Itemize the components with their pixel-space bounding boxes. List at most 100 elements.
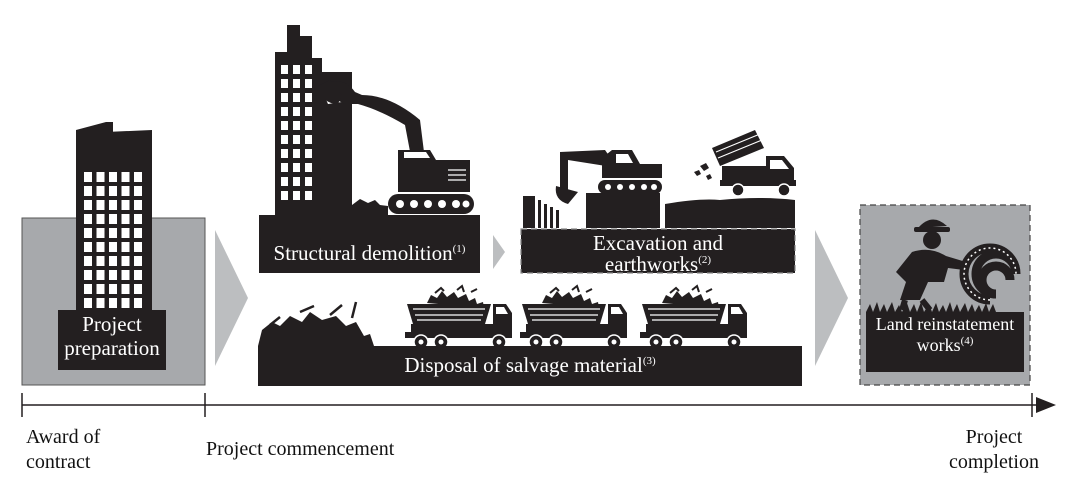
demolition-note: (1) (452, 243, 466, 255)
building-window (281, 107, 288, 116)
building-icon (76, 122, 152, 335)
building-icon (275, 25, 352, 215)
preparation-label-box (58, 310, 166, 370)
excavation-earthworks-stage (520, 130, 796, 274)
building-window (293, 93, 300, 102)
award-of-contract-label: Award of contract (26, 425, 100, 475)
timeline-arrowhead (1036, 397, 1056, 413)
reinstatement-label-box (866, 312, 1024, 372)
building-window (96, 284, 105, 294)
building-window (84, 172, 92, 182)
building-window (96, 172, 105, 182)
building-window (121, 200, 130, 210)
project-completion-label: Project completion (930, 425, 1058, 475)
building-window (281, 135, 288, 144)
structural-demolition-stage (259, 25, 480, 273)
project-preparation-stage (21, 122, 206, 386)
building-window (305, 79, 312, 88)
building-window (134, 172, 142, 182)
excavation-label-line2: earthworks (604, 252, 699, 276)
building-window (293, 163, 300, 172)
building-window (96, 200, 105, 210)
disposal-label: Disposal of salvage material(3) (258, 353, 802, 377)
building-window (281, 121, 288, 130)
building-window (109, 186, 117, 196)
building-window (134, 284, 142, 294)
building-window (109, 242, 117, 252)
building-window (293, 79, 300, 88)
building-window (134, 200, 142, 210)
building-window (305, 93, 312, 102)
reinstatement-note: (4) (960, 334, 974, 347)
building-window (121, 186, 130, 196)
debris-pile-icon (352, 199, 388, 220)
land-reinstatement-stage (859, 204, 1031, 386)
trench-piles (538, 200, 559, 228)
building-window (281, 79, 288, 88)
building-window (293, 149, 300, 158)
building-window (293, 191, 300, 200)
building-window (96, 242, 105, 252)
building-window (305, 177, 312, 186)
flow-arrow-1 (215, 230, 248, 366)
demolition-label-box (259, 215, 480, 273)
building-window (109, 298, 117, 308)
dump-truck-icon (519, 285, 628, 350)
building-window (109, 200, 117, 210)
excavation-label: Excavation and earthworks(2) (521, 233, 795, 275)
dump-truck-icon (639, 285, 748, 350)
building-window (134, 228, 142, 238)
building-window (281, 163, 288, 172)
building-window (134, 186, 142, 196)
building-window (84, 270, 92, 280)
building-window (281, 65, 288, 74)
preparation-label-line2: preparation (64, 336, 160, 361)
disposal-label-text: Disposal of salvage material (404, 353, 643, 377)
flow-arrow-3 (815, 230, 848, 366)
building-window (134, 298, 142, 308)
flow-arrow-2 (493, 235, 505, 269)
building-window (109, 256, 117, 266)
building-window (96, 256, 105, 266)
turf-roll-icon (959, 243, 1021, 305)
preparation-label: Project preparation (58, 312, 166, 360)
demolition-label-text: Structural demolition (273, 241, 453, 265)
excavator-icon (555, 150, 662, 204)
timeline (21, 393, 1056, 417)
building-window (305, 107, 312, 116)
building-window (109, 228, 117, 238)
demolition-label: Structural demolition(1) (259, 241, 480, 265)
building-window (281, 191, 288, 200)
building-window (96, 298, 105, 308)
building-window (121, 256, 130, 266)
building-window (84, 228, 92, 238)
building-window (293, 177, 300, 186)
building-window (121, 214, 130, 224)
building-window (109, 284, 117, 294)
building-window (109, 270, 117, 280)
building-window (281, 149, 288, 158)
building-window (134, 270, 142, 280)
building-window (281, 177, 288, 186)
building-window (281, 93, 288, 102)
building-window (84, 256, 92, 266)
building-window (305, 65, 312, 74)
building-window (96, 270, 105, 280)
grass-ground (866, 302, 1024, 312)
building-window (293, 121, 300, 130)
building-window (134, 256, 142, 266)
building-window (109, 172, 117, 182)
building-window (121, 242, 130, 252)
building-window (134, 242, 142, 252)
disposal-label-box (258, 346, 802, 386)
building-window (84, 298, 92, 308)
completion-line2: completion (949, 451, 1039, 473)
building-window (121, 284, 130, 294)
disposal-note: (3) (642, 355, 656, 367)
building-window (305, 135, 312, 144)
building-window (109, 214, 117, 224)
building-window (305, 121, 312, 130)
building-window (305, 149, 312, 158)
project-commencement-label: Project commencement (206, 437, 394, 462)
